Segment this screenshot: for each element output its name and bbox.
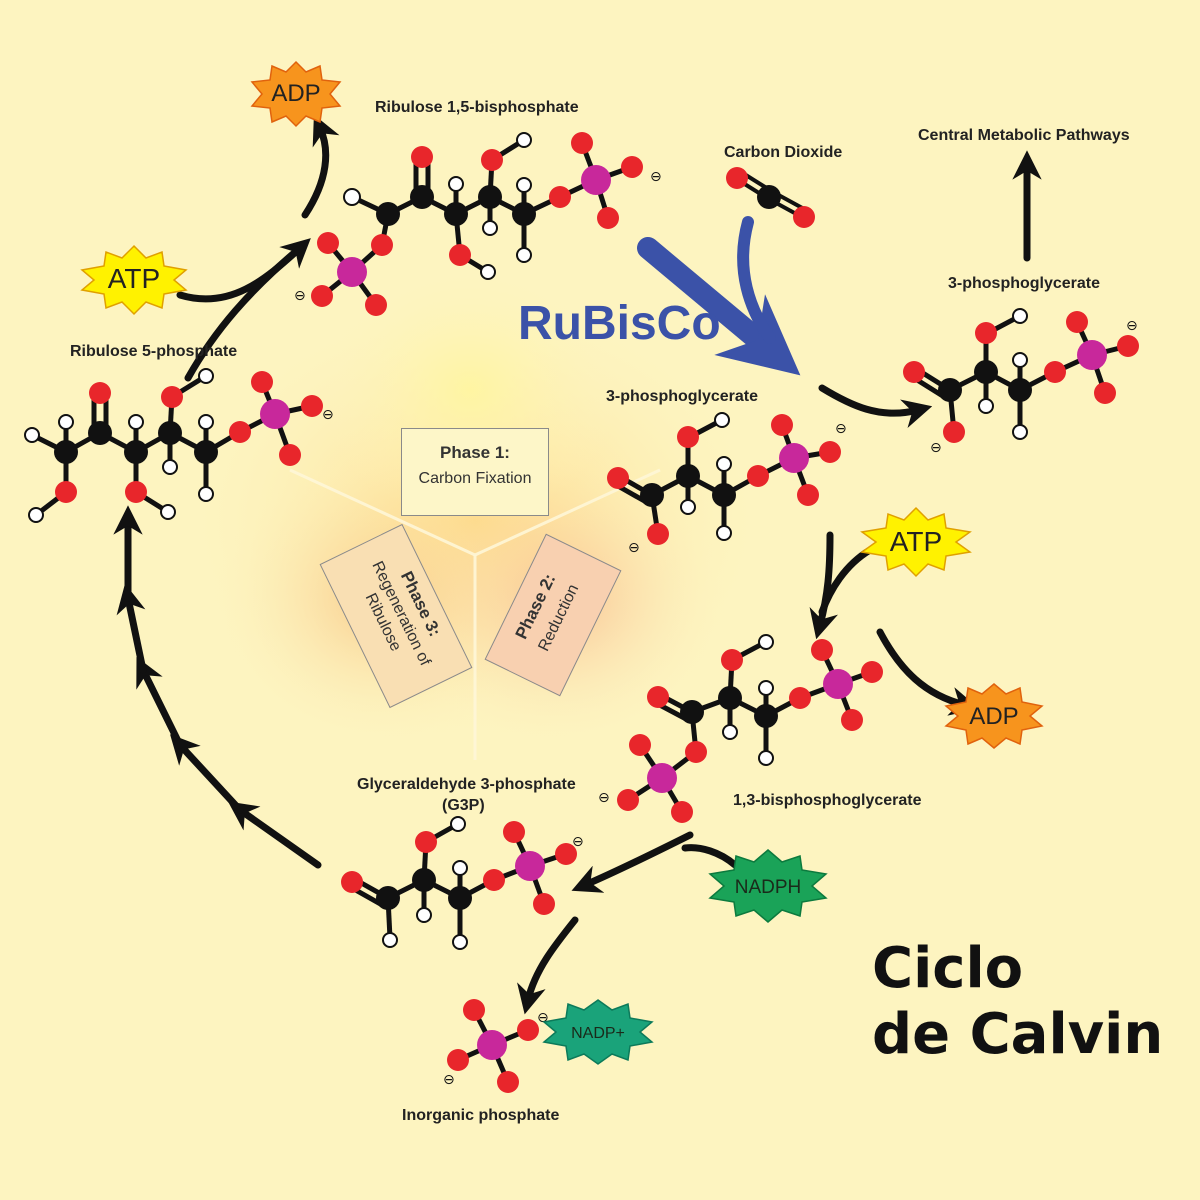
charge-symbol: ⊖: [537, 1010, 549, 1026]
adp-label: ADP: [271, 80, 320, 107]
rubisco-arrows: [637, 216, 801, 376]
label-g3p: Glyceraldehyde 3-phosphate: [357, 776, 576, 793]
arrow-atp-in: [818, 546, 874, 616]
nadp-label: NADP+: [571, 1025, 625, 1042]
diagram-title: Ciclo de Calvin: [872, 936, 1163, 1068]
enzyme-label: RuBisCo: [518, 297, 721, 350]
molecule-g3p: ⊖: [341, 816, 584, 950]
badge-atp-left: ATP: [80, 244, 188, 316]
arrow-rubp-to-adp: [301, 114, 340, 219]
molecule-rubp: ⊖ ⊖: [294, 132, 662, 316]
label-rubp: Ribulose 1,5-bisphosphate: [375, 99, 579, 116]
arrow-atp-to-rubp: [176, 238, 311, 303]
charge-symbol: ⊖: [572, 834, 584, 850]
arrow-r5p-to-rubp: [184, 244, 304, 382]
charge-symbol: ⊖: [835, 421, 847, 437]
nadph-label: NADPH: [735, 877, 802, 898]
label-co2: Carbon Dioxide: [724, 144, 843, 161]
molecule-pga-export: ⊖ ⊖: [903, 308, 1139, 456]
charge-symbol: ⊖: [628, 540, 640, 556]
charge-symbol: ⊖: [930, 440, 942, 456]
label-pga-main: 3-phosphoglycerate: [606, 388, 759, 405]
badge-adp-top: ADP: [250, 60, 342, 128]
molecule-co2: [726, 167, 815, 228]
phase-1-name: Phase 1:: [440, 443, 510, 462]
atp-label: ATP: [890, 526, 942, 557]
label-g3p-abbrev: (G3P): [442, 797, 485, 814]
arrow-nadph-in: [681, 844, 739, 869]
molecule-r5p: ⊖: [24, 368, 334, 523]
badge-nadp: NADP+: [542, 999, 654, 1065]
atp-label: ATP: [108, 263, 160, 294]
arrow-pga-to-bpg: [809, 531, 838, 640]
arrow-regen-3: [136, 656, 184, 749]
charge-symbol: ⊖: [598, 790, 610, 806]
arrow-regen-2: [170, 734, 244, 814]
arrow-pga-to-export: [818, 384, 933, 428]
charge-symbol: ⊖: [443, 1072, 455, 1088]
arrow-g3p-to-pi: [517, 916, 579, 1015]
molecule-pi: ⊖ ⊖: [443, 999, 549, 1093]
arrow-regen-4: [116, 583, 147, 674]
badge-atp-right: ATP: [860, 506, 972, 578]
arrow-regen-1: [227, 801, 322, 869]
arrow-co2-in: [737, 216, 776, 344]
charge-symbol: ⊖: [294, 288, 306, 304]
title-line-1: Ciclo: [872, 936, 1024, 1001]
title-line-2: de Calvin: [872, 1002, 1164, 1067]
adp-label: ADP: [969, 703, 1018, 730]
badge-nadph: NADPH: [708, 849, 828, 923]
cycle-arrows: [113, 114, 1042, 1015]
arrow-bpg-to-adp: [876, 628, 980, 716]
label-bpg: 1,3-bisphosphoglycerate: [733, 792, 922, 809]
arrow-rubp-to-pga: [637, 237, 801, 376]
phase-1-desc: Carbon Fixation: [418, 470, 532, 487]
molecule-bpg: ⊖: [598, 634, 883, 823]
arrow-bpg-to-g3p: [571, 831, 694, 893]
charge-symbol: ⊖: [650, 169, 662, 185]
phase-1-box: Phase 1: Carbon Fixation: [401, 428, 549, 516]
label-r5p: Ribulose 5-phosphate: [70, 343, 238, 360]
charge-symbol: ⊖: [1126, 318, 1138, 334]
label-pi: Inorganic phosphate: [402, 1107, 560, 1124]
molecule-pga-main: ⊖ ⊖: [607, 412, 847, 556]
badge-adp-right: ADP: [944, 683, 1044, 749]
label-central: Central Metabolic Pathways: [918, 127, 1130, 144]
label-pga-export: 3-phosphoglycerate: [948, 275, 1101, 292]
charge-symbol: ⊖: [322, 407, 334, 423]
